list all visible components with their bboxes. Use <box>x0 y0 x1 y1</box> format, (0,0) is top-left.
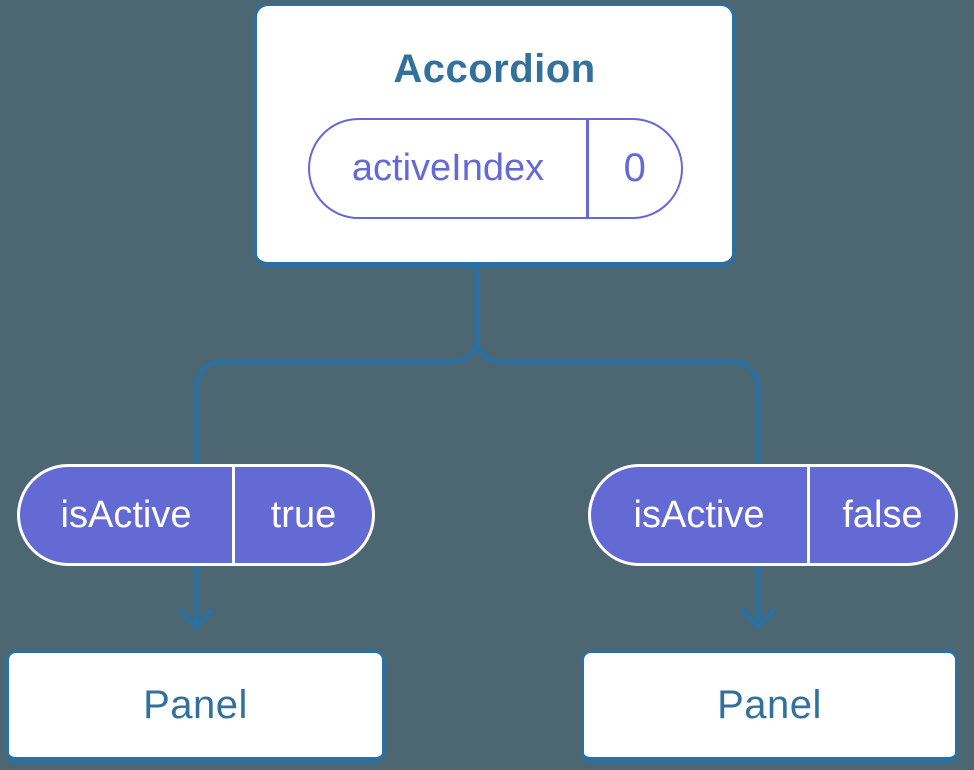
state-name: activeIndex <box>351 147 545 189</box>
panel-component-node-left: Panel <box>6 650 385 763</box>
prop-name: isActive <box>633 493 765 536</box>
pill-divider <box>232 467 235 563</box>
component-title: Panel <box>717 682 822 727</box>
panel-component-node-right: Panel <box>581 650 958 763</box>
prop-name: isActive <box>60 493 192 536</box>
prop-value: true <box>270 493 337 536</box>
arrow-down-icon <box>178 608 214 630</box>
prop-value: false <box>842 493 923 536</box>
connector-left-branch <box>193 263 480 624</box>
arrow-down-icon <box>740 608 776 630</box>
component-title: Accordion <box>393 47 596 91</box>
prop-pill-right: isActive false <box>588 464 958 566</box>
pill-divider <box>586 120 589 217</box>
accordion-component-node: Accordion activeIndex 0 <box>254 3 735 268</box>
component-title: Panel <box>143 682 248 727</box>
pill-divider <box>807 467 810 563</box>
state-pill: activeIndex 0 <box>308 118 683 219</box>
connector-right-branch <box>474 263 761 624</box>
state-value: 0 <box>623 146 646 190</box>
prop-pill-left: isActive true <box>17 464 375 566</box>
